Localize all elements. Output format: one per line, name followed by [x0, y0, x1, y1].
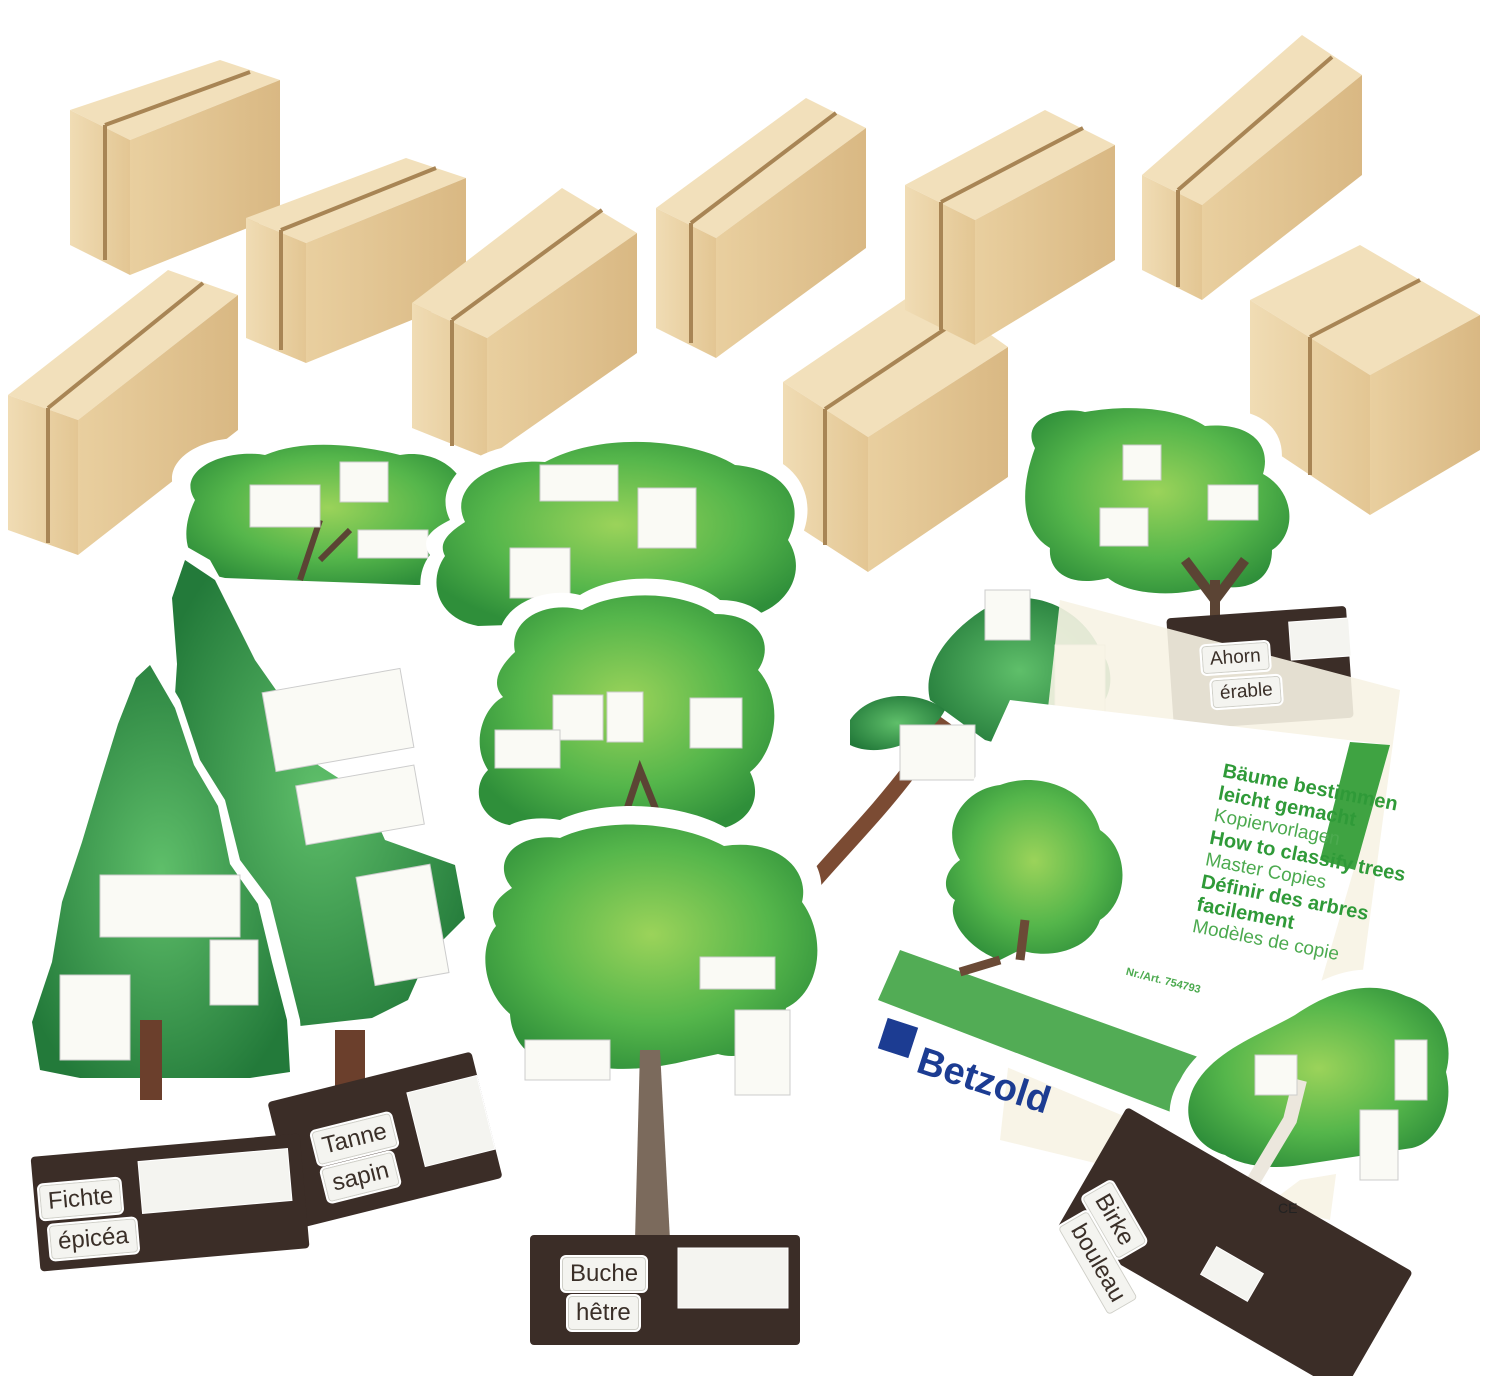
- betzold-logo: [877, 1017, 919, 1059]
- maple-label-fr: érable: [1208, 673, 1284, 711]
- wooden-stand-block: [8, 270, 238, 555]
- booklet-cover-tree: [945, 780, 1123, 977]
- wooden-stand-block: [70, 60, 280, 275]
- birch-tree-card: [1058, 969, 1463, 1376]
- chestnut-tree-card: [170, 428, 487, 600]
- maple-label-de: Ahorn: [1198, 639, 1272, 677]
- wooden-stand-block: [1250, 245, 1480, 515]
- ce-mark: CE: [1278, 1200, 1298, 1216]
- wooden-stand-block: [656, 98, 866, 358]
- wooden-stand-block: [1142, 35, 1362, 300]
- wooden-stand-block: [905, 110, 1115, 345]
- beech-label-fr: hêtre: [566, 1294, 641, 1332]
- leaf-icon-card: [249, 484, 321, 528]
- oak-tree-card: [465, 578, 789, 846]
- wooden-stands: [8, 35, 1480, 572]
- lime-tree-card: [420, 422, 811, 640]
- booklet-title-block: Bäume bestimmen leicht gemacht Kopiervor…: [1190, 760, 1420, 976]
- beech-tree-card: [466, 806, 838, 1345]
- spruce-label-fr: épicéa: [46, 1216, 141, 1262]
- wooden-stand-block: [246, 158, 466, 363]
- spruce-label-de: Fichte: [36, 1176, 125, 1222]
- beech-label-de: Buche: [560, 1255, 649, 1293]
- wooden-stand-block: [412, 188, 637, 458]
